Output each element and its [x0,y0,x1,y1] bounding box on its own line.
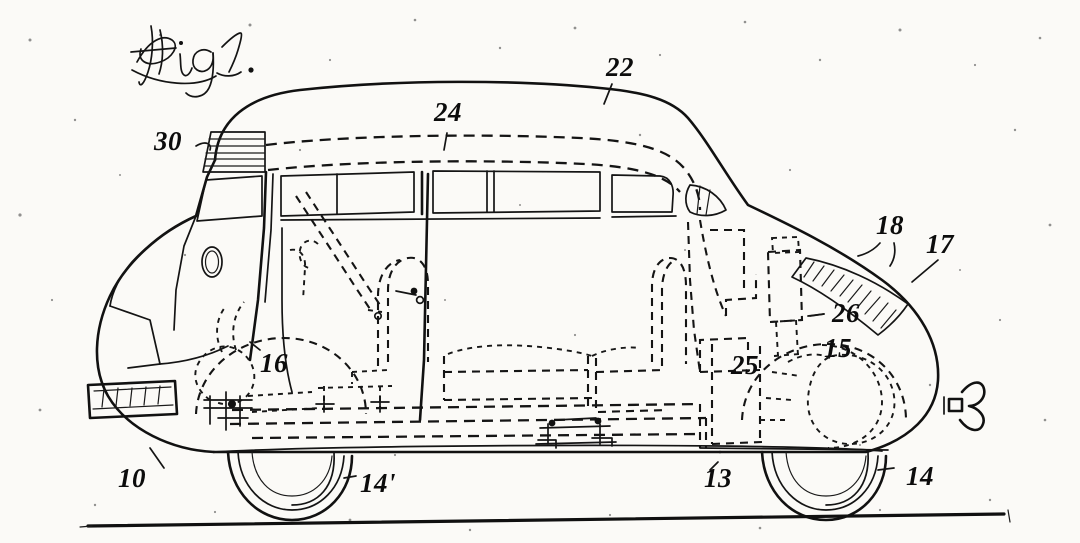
figure-label [130,25,254,98]
front-wheel [226,450,354,522]
leader-26 [809,313,825,317]
nose-panel-seams [109,215,229,369]
tail-propeller [943,381,986,432]
leader-18 [857,242,881,257]
ref-numeral-25: 25 [730,350,759,380]
ref-numeral-10: 10 [118,463,146,493]
door-outline [281,227,307,393]
rear-louver-grille [791,257,909,336]
rear-wheel [760,450,888,522]
front-seat [315,256,430,413]
ref-numeral-24: 24 [433,97,462,127]
engine-compartment [686,219,896,446]
ref-numeral-30: 30 [153,126,182,156]
front-suspension [194,301,321,431]
rear-bench-seat [442,256,688,414]
window-group [196,170,677,422]
ref-numeral-14: 14 [906,461,934,491]
front-bumper-grille [86,379,179,420]
leader-24 [443,132,448,151]
leader-14p [343,475,357,479]
ref-numeral-18: 18 [876,210,904,240]
leader-22 [603,83,613,105]
leader-17 [911,259,939,283]
leader-10 [149,447,165,469]
leader-lines [149,83,939,479]
ref-numeral-14-prime: 14' [360,468,396,498]
body-shell-outline [95,80,940,454]
ref-numeral-16: 16 [260,348,288,378]
ref-numeral-17: 17 [926,229,955,259]
ground-line [79,509,1011,528]
leader-14 [877,467,895,471]
leader-30 [195,142,212,151]
headliner-dashed [265,134,702,211]
rear-underbody [699,447,889,451]
headlamp-oval [201,246,223,278]
mid-chassis-mount [535,417,617,449]
wheel-arch-hidden [194,336,908,449]
ref-numeral-26: 26 [831,298,860,328]
roof-louver-vent [202,131,266,173]
steering-column [295,191,383,321]
rear-roof-wedge [685,184,727,217]
ref-numeral-13: 13 [704,463,732,493]
ref-numeral-15: 15 [824,333,852,363]
leader-16 [249,341,261,351]
paper-speckle [18,18,1052,532]
ref-numeral-22: 22 [605,52,634,82]
leader-13 [709,461,719,471]
leader-18b [889,242,896,267]
floor-pan-hidden [229,402,708,448]
